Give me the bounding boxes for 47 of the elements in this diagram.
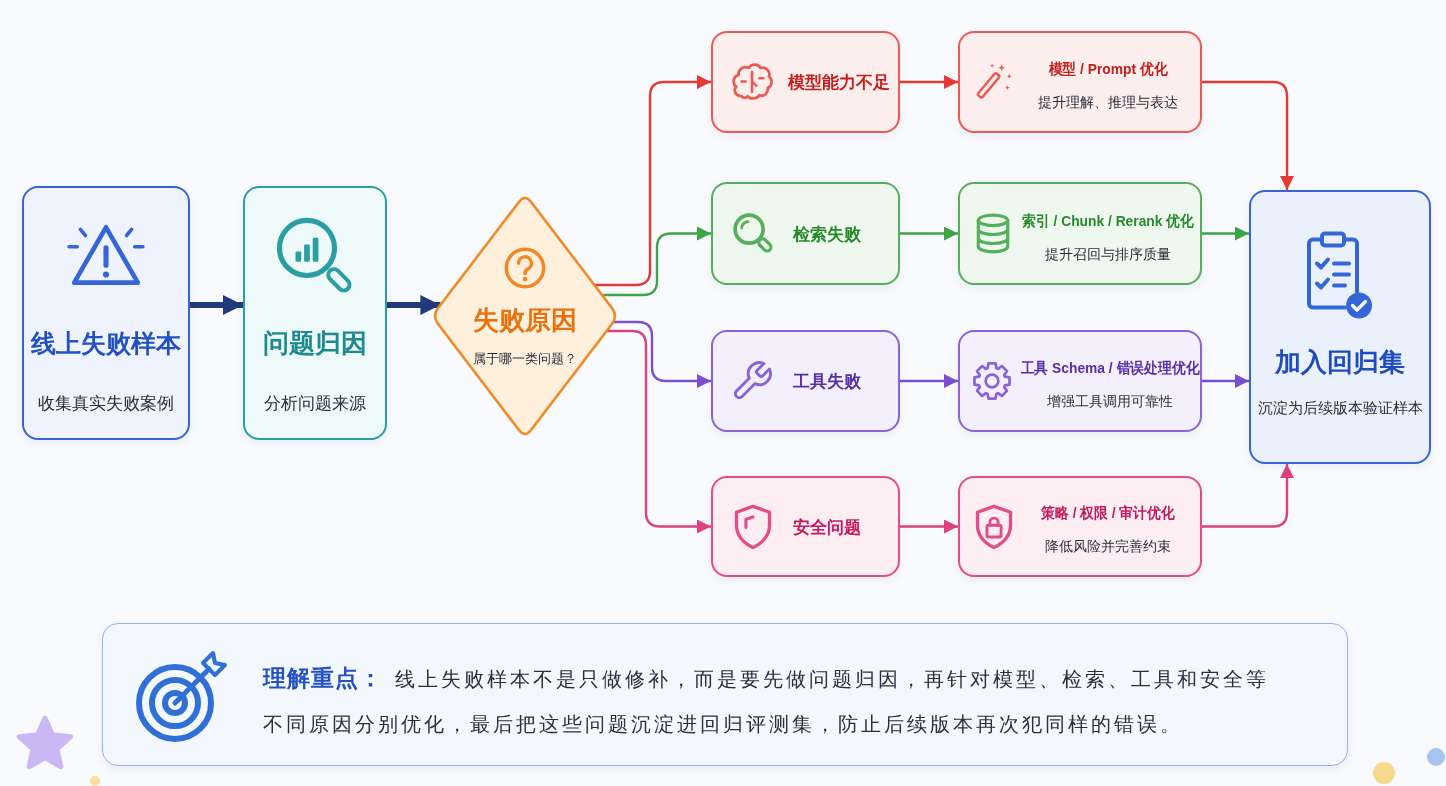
step-description: 沉淀为后续版本验证样本 (1257, 398, 1423, 418)
process-box (711, 31, 900, 133)
arrow (594, 75, 711, 287)
step-description: 收集真实失败案例 (38, 392, 174, 415)
step-description: 属于哪一类问题？ (473, 350, 577, 368)
process-box (243, 186, 387, 440)
arrow (1202, 226, 1249, 241)
process-box (22, 186, 190, 440)
arrow (1202, 80, 1294, 190)
arrow (900, 75, 958, 89)
step-title: 策略 / 权限 / 审计优化 (1041, 503, 1175, 523)
process-box (958, 330, 1202, 432)
step-title: 模型 / Prompt 优化 (1048, 59, 1168, 79)
step-description: 分析问题来源 (264, 392, 366, 415)
arrow (900, 519, 958, 534)
step-title: 工具失败 (793, 370, 861, 393)
arrow (900, 374, 958, 388)
arrow (1202, 464, 1294, 528)
step-title: 检索失败 (793, 223, 861, 245)
arrow (900, 226, 958, 241)
note-text: 理解重点：线上失败样本不是只做修补，而是要先做问题归因，再针对模型、检索、工具和安全等不同原因分别优化，最后把这些问题沉淀进回归评测集，防止后续版本再次犯同样的错误。 (263, 664, 1270, 737)
step-title: 加入回归集 (1275, 345, 1405, 379)
step-title: 安全问题 (793, 516, 861, 538)
arrow (606, 329, 711, 534)
step-title: 模型能力不足 (788, 71, 890, 94)
process-box (711, 182, 900, 285)
step-title: 失败原因 (473, 303, 577, 337)
arrow (1202, 374, 1249, 388)
process-box (711, 476, 900, 577)
step-title: 工具 Schema / 错误处理优化 (1020, 358, 1200, 378)
step-description: 提升理解、推理与表达 (1038, 94, 1178, 112)
step-title: 索引 / Chunk / Rerank 优化 (1022, 211, 1194, 231)
process-box (1249, 190, 1431, 464)
process-box (958, 182, 1202, 285)
arrow (613, 320, 711, 388)
arrow (190, 295, 243, 315)
arrow (387, 295, 441, 315)
note-panel (102, 623, 1348, 766)
step-title: 线上失败样本 (31, 327, 181, 359)
process-box (958, 476, 1202, 577)
step-title: 问题归因 (263, 326, 367, 360)
step-description: 增强工具调用可靠性 (1047, 393, 1173, 411)
process-box (711, 330, 900, 432)
step-description: 提升召回与排序质量 (1045, 246, 1171, 264)
step-description: 降低风险并完善约束 (1045, 538, 1171, 556)
process-box (958, 31, 1202, 133)
arrow (602, 226, 711, 297)
